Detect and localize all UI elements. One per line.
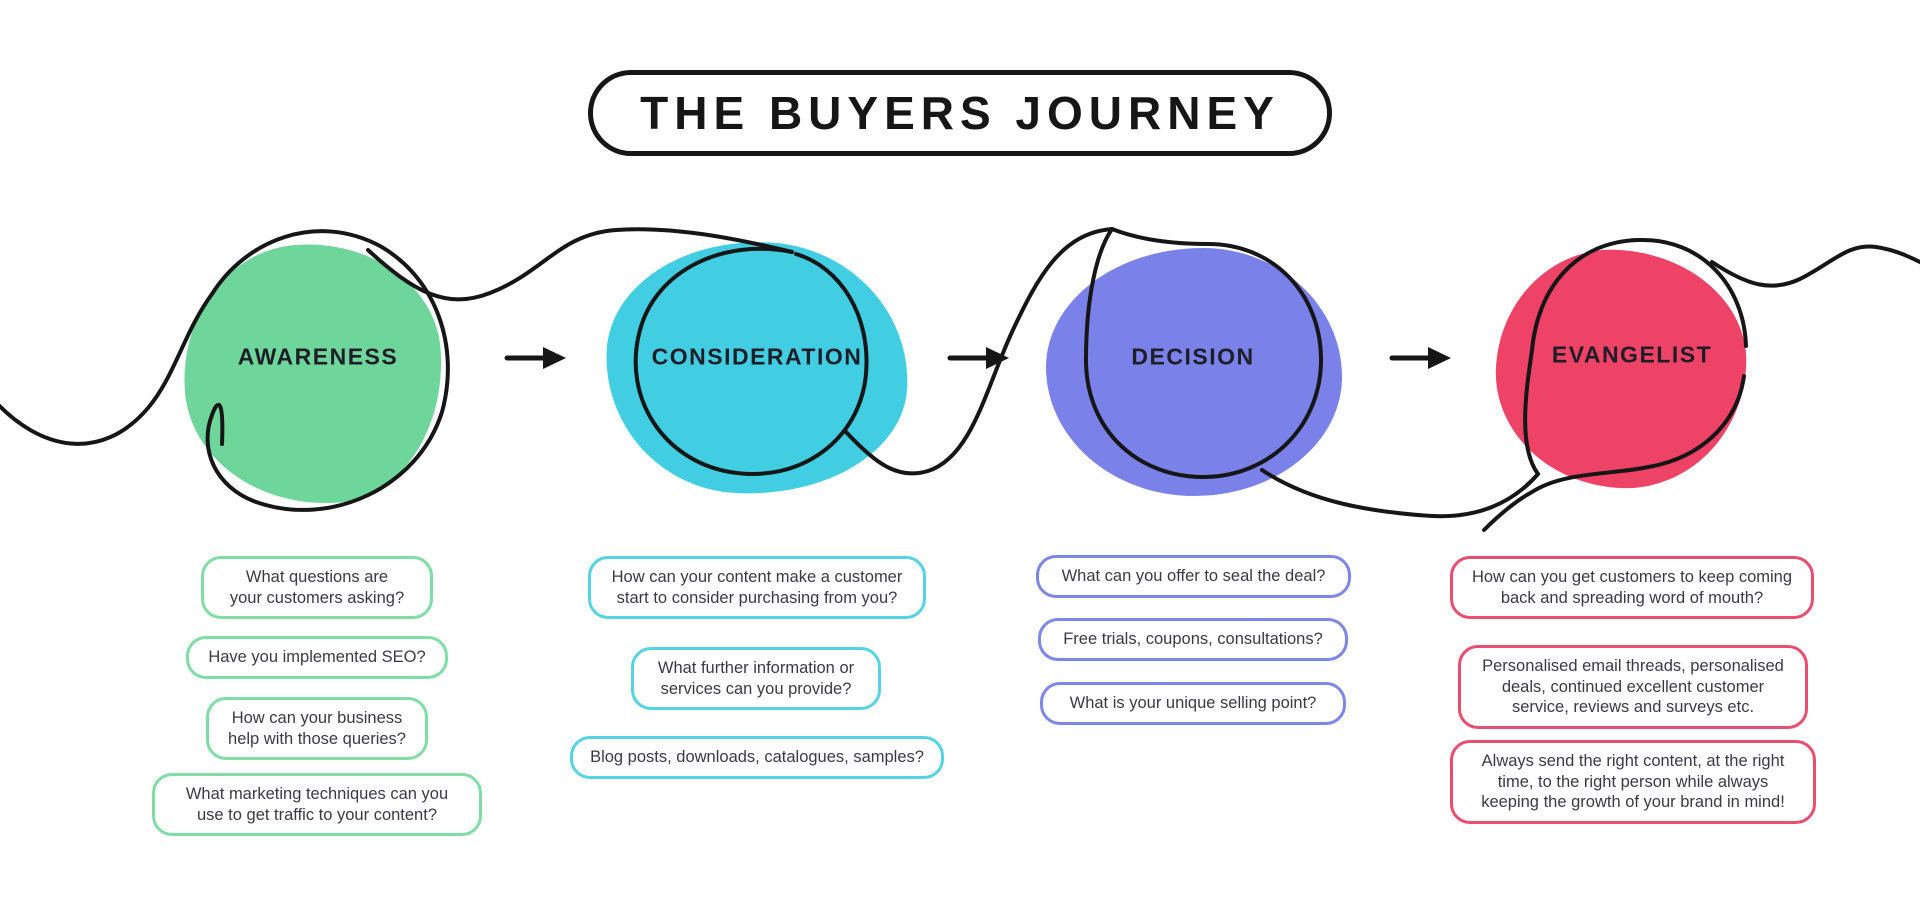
decision-blob xyxy=(1046,248,1342,496)
evangelist-blob xyxy=(1491,245,1751,493)
evangelist-question-1: How can you get customers to keep coming… xyxy=(1450,556,1814,620)
arrow-1-head-icon xyxy=(543,347,566,369)
decision-question-3: What is your unique selling point? xyxy=(1040,682,1346,725)
awareness-question-4: What marketing techniques can you use to… xyxy=(152,773,482,837)
consideration-question-2: What further information or services can… xyxy=(631,647,881,711)
decision-question-1: What can you offer to seal the deal? xyxy=(1036,555,1351,598)
stage-label-evangelist: EVANGELIST xyxy=(1551,341,1713,368)
stage-label-consideration: CONSIDERATION xyxy=(651,343,863,370)
stage-label-decision: DECISION xyxy=(1131,343,1255,370)
consideration-question-3: Blog posts, downloads, catalogues, sampl… xyxy=(570,736,944,779)
awareness-question-2: Have you implemented SEO? xyxy=(186,636,448,679)
awareness-question-3: How can your business help with those qu… xyxy=(206,697,428,761)
decision-question-2: Free trials, coupons, consultations? xyxy=(1038,618,1348,661)
evangelist-question-2: Personalised email threads, personalised… xyxy=(1458,645,1808,729)
page-title: THE BUYERS JOURNEY xyxy=(640,87,1280,139)
title-pill: THE BUYERS JOURNEY xyxy=(588,70,1332,156)
evangelist-question-3: Always send the right content, at the ri… xyxy=(1450,740,1816,824)
arrow-2-head-icon xyxy=(986,347,1009,369)
arrow-3-head-icon xyxy=(1428,347,1451,369)
stage-label-awareness: AWARENESS xyxy=(237,343,399,370)
awareness-question-1: What questions are your customers asking… xyxy=(201,556,433,620)
awareness-blob xyxy=(175,235,451,513)
consideration-question-1: How can your content make a customer sta… xyxy=(588,556,926,620)
